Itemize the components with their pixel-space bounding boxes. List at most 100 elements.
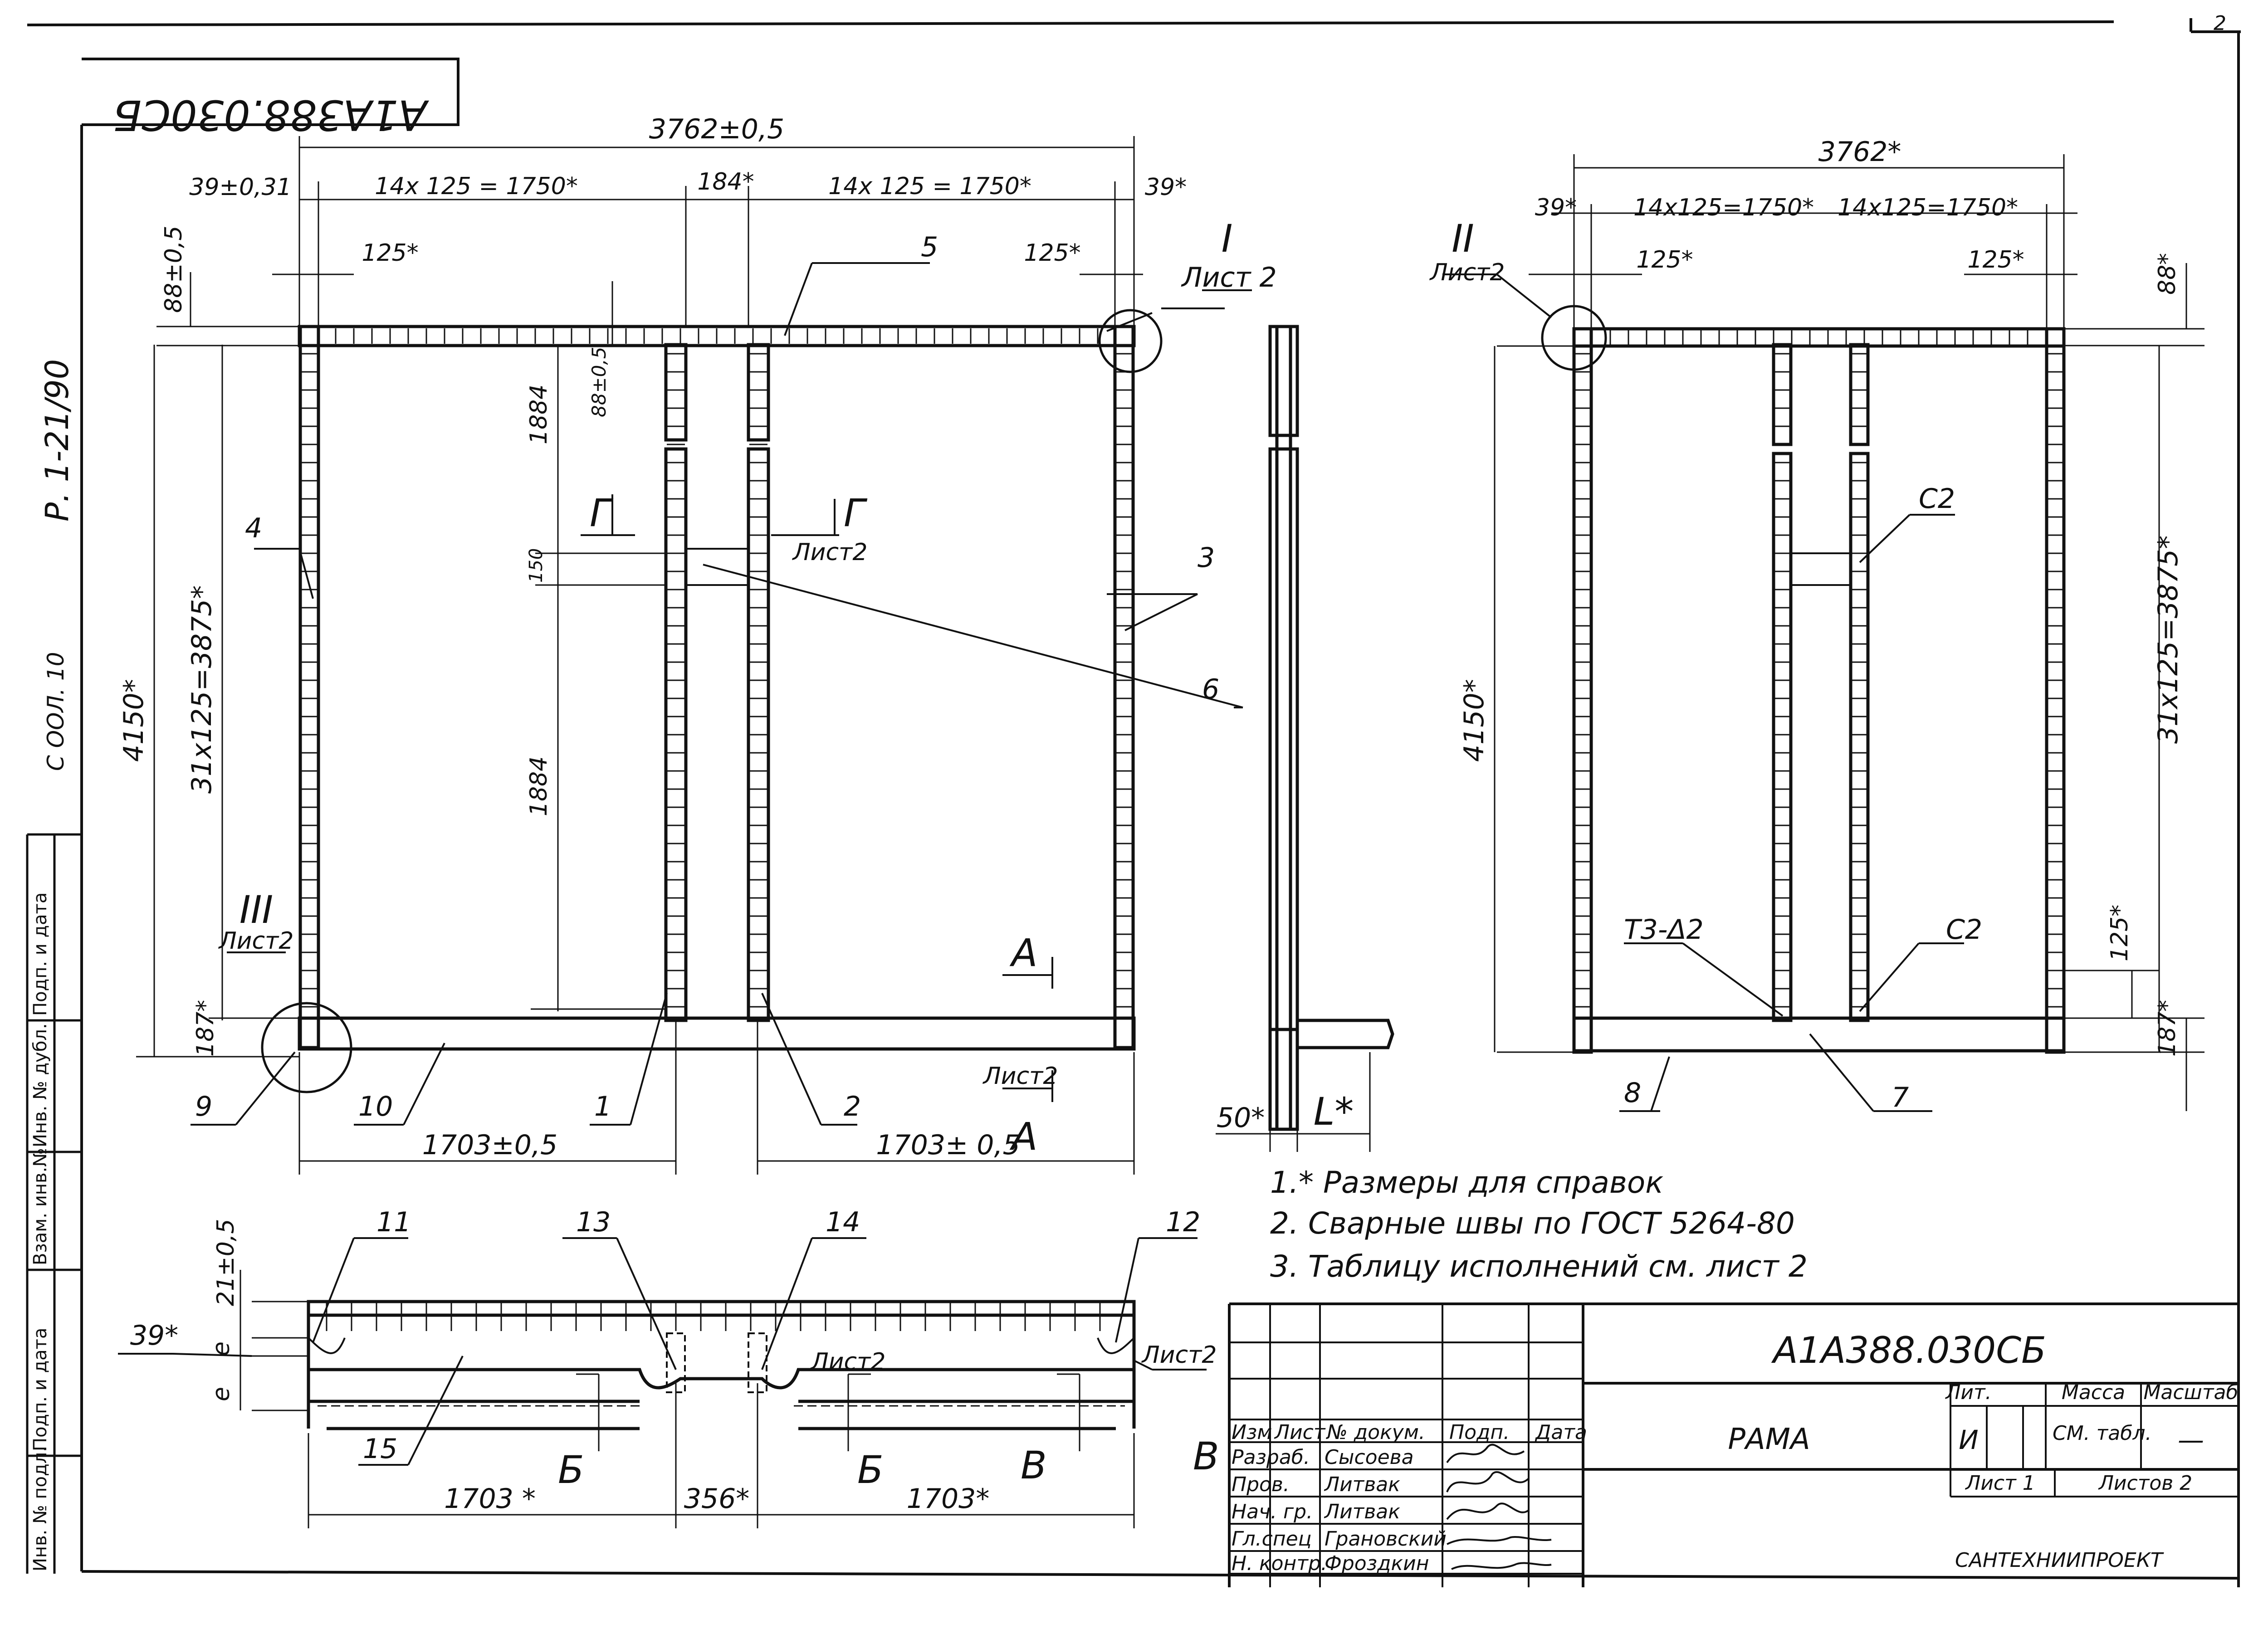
tb-header-list: Лист	[1274, 1421, 1326, 1444]
tb-organization: САНТЕХНИИПРОЕКТ	[1955, 1549, 2164, 1572]
detail-II-mark: II	[1452, 216, 1474, 261]
section-G-mark-right: Г	[844, 491, 868, 535]
tb-mass-label: Масса	[2062, 1381, 2125, 1404]
title-name: РАМА	[1728, 1423, 1810, 1456]
rear-dim-left-edge: 39*	[1535, 194, 1577, 221]
callout-2: 2	[844, 1091, 861, 1122]
tb-header-izm: Изм	[1232, 1421, 1272, 1444]
plan-dim-height: 21±0,5	[212, 1219, 240, 1306]
note-1: 1.* Размеры для справок	[1270, 1165, 1663, 1200]
callout-11: 11	[376, 1206, 411, 1238]
rear-dim-pitch-right: 125*	[1967, 246, 2024, 273]
stamp-field-sign-date: Подп. и дата	[30, 893, 51, 1016]
tb-sheets-label: Листов 2	[2098, 1472, 2192, 1495]
dim-right-span: 14х 125 = 1750*	[828, 173, 1031, 200]
dim-overall-width: 3762±0,5	[649, 113, 784, 145]
section-V-mark: В	[1021, 1443, 1047, 1488]
rear-weld-c2-upper: С2	[1919, 483, 1955, 515]
detail-I-mark: I	[1222, 216, 1233, 261]
rear-view: 3762* 39* 14х125=1750* 14х125=1750* 125*…	[1429, 136, 2204, 1113]
callout-3: 3	[1198, 542, 1215, 574]
section-A-mark: А	[1009, 931, 1037, 975]
callout-5: 5	[921, 231, 938, 263]
section-B-mark-1: Б	[558, 1448, 584, 1492]
plan-dim-e2: е	[208, 1387, 235, 1401]
note-3: 3. Таблицу исполнений см. лист 2	[1270, 1249, 1808, 1284]
tb-name-3: Литвак	[1324, 1500, 1400, 1523]
callout-1: 1	[594, 1091, 611, 1122]
rear-dim-height-total: 4150*	[1458, 679, 1490, 762]
stamp-field-dup-inv: Инв. № дубл.	[30, 1023, 51, 1147]
stamp-field-sign-date-2: Подп. и дата	[30, 1328, 51, 1451]
tb-role-2: Пров.	[1232, 1473, 1290, 1496]
rear-dim-top-offset: 88*	[2154, 253, 2181, 295]
plan-dim-right: 1703*	[907, 1483, 990, 1515]
dim-bottom-right: 1703± 0,5	[876, 1129, 1020, 1161]
stamp-field-repl-inv: Взам. инв.№	[30, 1148, 51, 1265]
callout-9: 9	[195, 1091, 212, 1122]
dim-pitch-right: 125*	[1024, 239, 1080, 267]
rotated-code-box: А1А388.030СБ	[82, 58, 459, 139]
tb-scale-label: Масштаб	[2143, 1381, 2238, 1404]
tb-scale-value: —	[2178, 1424, 2204, 1455]
rear-weld-c2-lower: С2	[1946, 914, 1982, 946]
rear-dim-pitch-left: 125*	[1636, 246, 1693, 273]
signatures	[1446, 1444, 1552, 1570]
callout-12: 12	[1166, 1206, 1200, 1238]
callout-10: 10	[358, 1091, 393, 1122]
tb-name-4: Грановский	[1325, 1527, 1447, 1551]
side-reference: Р. 1-21/90	[39, 359, 76, 522]
rear-dim-pitch-low: 125*	[2106, 905, 2133, 961]
detail-I-sheet: Лист 2	[1181, 262, 1276, 293]
callout-4: 4	[245, 512, 262, 544]
tb-name-1: Сысоева	[1325, 1446, 1414, 1469]
dim-left-edge: 39±0,31	[189, 174, 292, 201]
callout-13: 13	[576, 1206, 611, 1238]
tb-role-4: Гл.спец	[1232, 1527, 1312, 1551]
rotated-drawing-code: А1А388.030СБ	[113, 91, 429, 139]
section-V-mark-2: В	[1193, 1434, 1219, 1478]
tb-mass-value: СМ. табл.	[2053, 1422, 2152, 1445]
tb-role-3: Нач. гр.	[1232, 1500, 1313, 1523]
dim-side-50: 50*	[1217, 1102, 1265, 1134]
section-B-mark-2: Б	[857, 1448, 884, 1492]
dim-mid-offset: 88±0,5	[588, 347, 610, 417]
stamp-field-orig-inv: Инв. № подл.	[30, 1446, 51, 1571]
tb-header-sign: Подп.	[1449, 1421, 1510, 1444]
detail-II-sheet: Лист2	[1429, 259, 1505, 286]
plan-view: 21±0,5 39* е е 1703 * 356* 1703* 11 12 1…	[118, 1206, 1219, 1528]
tb-role-1: Разраб.	[1232, 1446, 1310, 1469]
tb-name-2: Литвак	[1324, 1473, 1400, 1496]
dim-upper: 1884	[525, 385, 552, 444]
dim-center: 184*	[697, 168, 754, 195]
rear-dim-height-pitch: 31х125=3875*	[2152, 536, 2184, 744]
plan-dim-edge: 39*	[130, 1320, 178, 1351]
dim-height-total: 4150*	[118, 679, 150, 762]
dim-gap: 150	[526, 548, 547, 583]
side-view: 50* L*	[1216, 325, 1394, 1152]
rear-weld-t3: Т3-Δ2	[1624, 914, 1704, 946]
plan-sheet-ref-1: Лист2	[810, 1348, 886, 1375]
sheet-number: 2	[2214, 12, 2226, 35]
dim-lower: 1884	[525, 756, 552, 816]
note-2: 2. Сварные швы по ГОСТ 5264-80	[1270, 1206, 1795, 1241]
dim-bottom-offset: 187*	[192, 1000, 219, 1057]
rear-dim-overall: 3762*	[1818, 136, 1901, 168]
dim-left-span: 14х 125 = 1750*	[375, 173, 578, 200]
detail-III-sheet: Лист2	[218, 927, 294, 955]
dim-top-offset: 88±0,5	[160, 226, 187, 313]
tb-header-doc: № докум.	[1325, 1421, 1425, 1444]
plan-sheet-ref-2: Лист2	[1141, 1341, 1217, 1369]
tb-header-date: Дата	[1535, 1421, 1587, 1444]
plan-dim-e1: е	[208, 1341, 235, 1356]
section-G-mark-left: Г	[590, 491, 614, 535]
dim-pitch-left: 125*	[362, 239, 418, 267]
tb-role-5: Н. контр.	[1232, 1552, 1327, 1575]
tb-lit-value: И	[1959, 1424, 1978, 1455]
title-block	[1228, 1302, 2239, 1587]
tb-name-5: Фроздкин	[1325, 1552, 1429, 1575]
callout-7: 7	[1892, 1082, 1909, 1113]
section-A-sheet: Лист2	[982, 1063, 1058, 1090]
callout-8: 8	[1624, 1077, 1641, 1109]
